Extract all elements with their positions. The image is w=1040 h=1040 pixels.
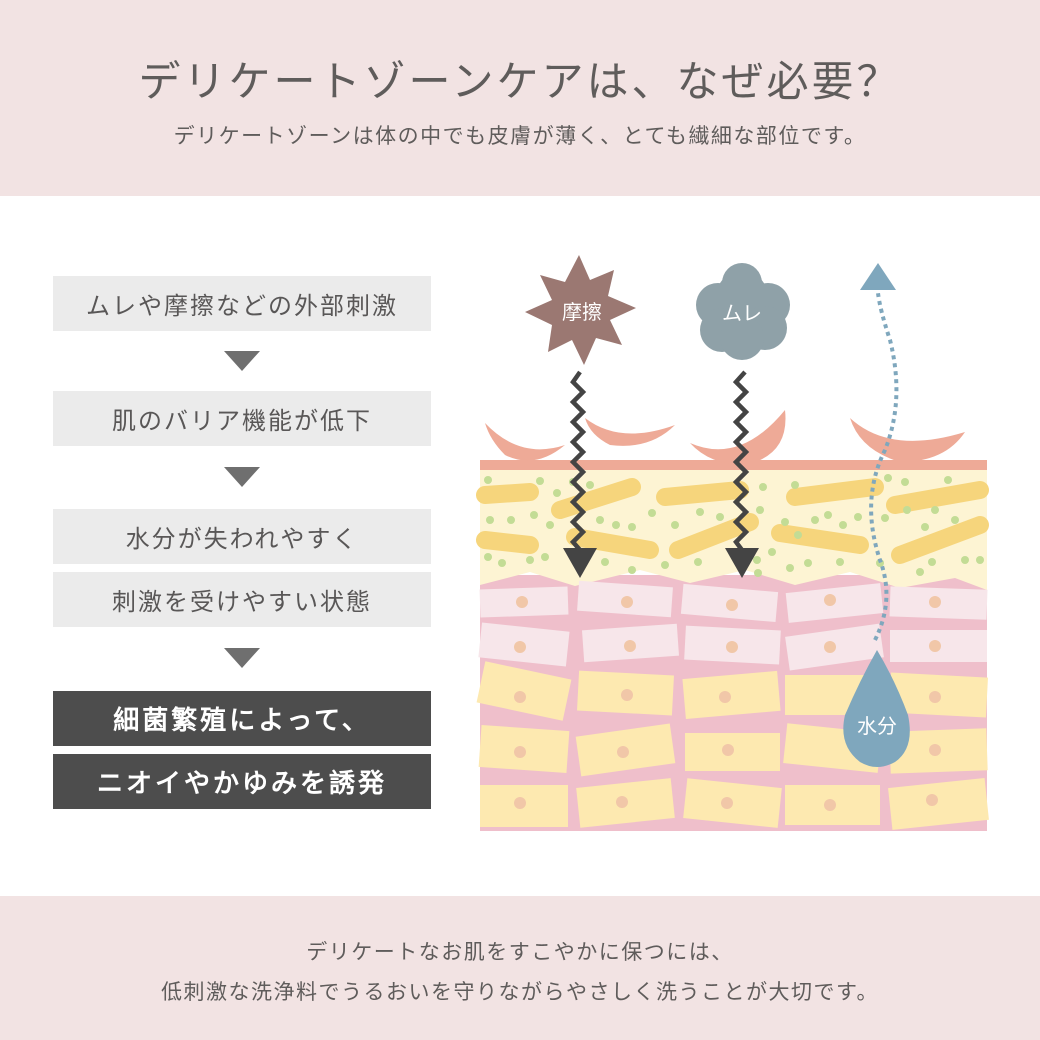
- footer-line-1: デリケートなお肌をすこやかに保つには、: [306, 940, 734, 964]
- green-dots: [484, 474, 984, 577]
- moisture-label: 水分: [857, 714, 897, 738]
- flow-step-external-stimulus: ムレや摩擦などの外部刺激: [53, 276, 431, 331]
- friction-starburst-icon: [525, 255, 636, 365]
- cell-nuclei: [514, 594, 941, 811]
- skin-cross-section: [476, 255, 989, 831]
- flow-step-odor-itch: ニオイやかゆみを誘発: [53, 754, 431, 809]
- moisture-escape-path: [869, 292, 899, 641]
- footer-line-2: 低刺激な洗浄料でうるおいを守りながらやさしく洗うことが大切です。: [161, 980, 879, 1004]
- triangle-down-icon: [224, 467, 260, 487]
- header-banner: デリケートゾーンケアは、なぜ必要？ デリケートゾーンは体の中でも皮膚が薄く、とて…: [0, 0, 1040, 196]
- flow-step-moisture-loss: 水分が失われやすく: [53, 509, 431, 564]
- page-subtitle: デリケートゾーンは体の中でも皮膚が薄く、とても繊細な部位です。: [173, 124, 867, 148]
- flow-step-barrier-decline: 肌のバリア機能が低下: [53, 391, 431, 446]
- page-title: デリケートゾーンケアは、なぜ必要？: [138, 57, 902, 106]
- triangle-down-icon: [224, 648, 260, 668]
- skin-diagram: 摩擦 ムレ 水分: [470, 240, 1000, 840]
- flow-step-bacteria: 細菌繁殖によって、: [53, 691, 431, 746]
- zigzag-arrow-humidity: [732, 370, 750, 552]
- water-drop-icon: [843, 650, 910, 767]
- triangle-down-icon: [224, 351, 260, 371]
- flow-step-sensitive-state: 刺激を受けやすい状態: [53, 572, 431, 627]
- lipid-bars: [476, 478, 989, 564]
- friction-label: 摩擦: [562, 300, 602, 324]
- footer-banner: デリケートなお肌をすこやかに保つには、 低刺激な洗浄料でうるおいを守りながらやさ…: [0, 896, 1040, 1040]
- arrow-up-moisture-icon: [860, 263, 896, 290]
- humidity-label: ムレ: [722, 301, 762, 325]
- arrow-down-friction-icon: [563, 548, 597, 578]
- zigzag-arrow-friction: [569, 370, 587, 552]
- humidity-cloud-icon: [696, 263, 790, 360]
- arrow-down-humidity-icon: [725, 548, 759, 578]
- skin-flakes: [485, 410, 965, 465]
